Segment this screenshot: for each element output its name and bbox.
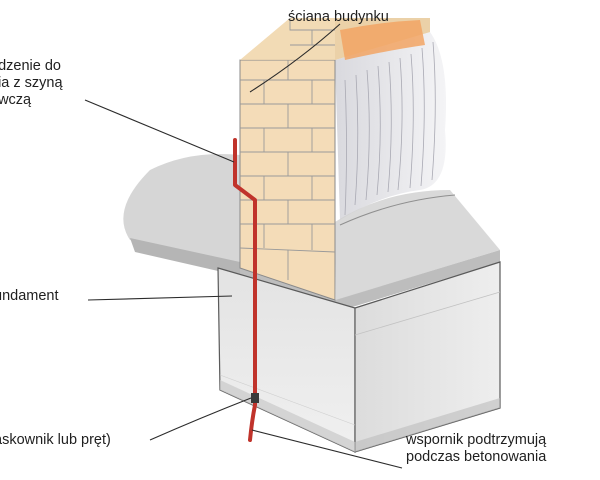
leader-foundation	[87, 295, 233, 301]
label-support: wspornik podtrzymują podczas betonowania	[406, 432, 546, 466]
label-flat-bar: askownik lub pręt)	[0, 432, 111, 448]
label-support-line1: wspornik podtrzymują	[406, 432, 547, 448]
label-grounding-device: adzenie do nia z szyną awczą	[0, 58, 63, 109]
grounding-conductor	[233, 138, 257, 442]
leader-support	[251, 429, 403, 469]
label-support-line2: podczas betonowania	[406, 449, 547, 465]
label-building-wall: ściana budynku	[288, 9, 389, 25]
leader-wall	[249, 23, 341, 93]
bar-clamp	[251, 393, 259, 403]
plaster-layer	[335, 32, 500, 300]
brick-wall	[239, 18, 430, 301]
leader-bar	[149, 397, 252, 441]
label-grounding-device-line2: nia z szyną	[0, 75, 63, 91]
label-foundation: undament	[0, 288, 59, 304]
leader-device	[84, 99, 235, 163]
label-grounding-device-line3: awczą	[0, 92, 32, 108]
foundation-block	[217, 261, 501, 453]
label-grounding-device-line1: adzenie do	[0, 58, 61, 74]
